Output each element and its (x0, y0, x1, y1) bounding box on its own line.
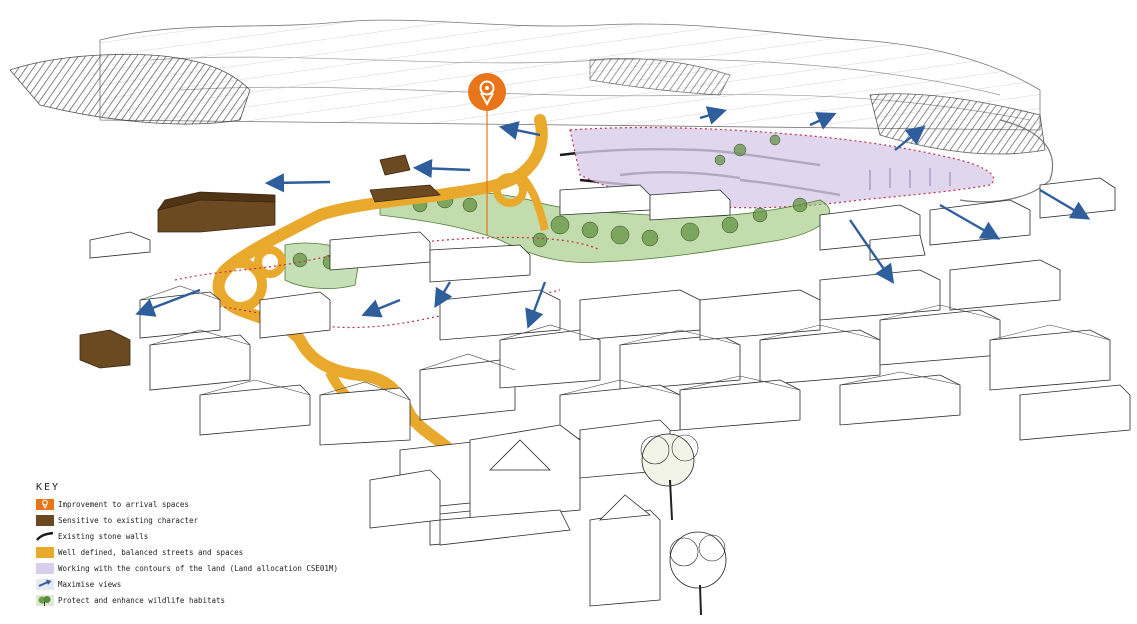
legend-item-arrival: Improvement to arrival spaces (36, 496, 396, 512)
legend-label: Existing stone walls (58, 531, 149, 541)
view-arrow-icon (434, 281, 453, 309)
legend-label: Sensitive to existing character (58, 515, 198, 525)
location-pin-icon (36, 498, 54, 510)
view-arrow-icon (809, 112, 837, 130)
legend-label: Working with the contours of the land (L… (58, 563, 338, 573)
brown-swatch (36, 514, 54, 526)
legend-item-character: Sensitive to existing character (36, 512, 396, 528)
legend-item-views: Maximise views (36, 576, 396, 592)
yellow-swatch (36, 546, 54, 558)
view-arrow-icon (412, 158, 471, 179)
legend-item-contours: Working with the contours of the land (L… (36, 560, 396, 576)
character-buildings (79, 154, 441, 369)
location-pin-icon (479, 80, 495, 107)
foreground-trees (640, 433, 727, 616)
legend-title: KEY (36, 482, 61, 493)
legend-label: Well defined, balanced streets and space… (58, 547, 244, 557)
view-arrow-icon (525, 281, 547, 329)
legend-label: Maximise views (58, 579, 122, 589)
view-arrows (135, 106, 1091, 329)
view-arrow-icon (894, 125, 926, 151)
legend-label: Improvement to arrival spaces (58, 499, 189, 509)
view-arrow-icon (135, 288, 201, 317)
view-arrow-icon (36, 578, 54, 590)
legend-item-wildlife: Protect and enhance wildlife habitats (36, 592, 396, 608)
legend: KEY Improvement to arrival spaces Sensit… (36, 482, 396, 608)
background-hills (9, 19, 1054, 203)
view-arrow-icon (849, 219, 895, 284)
arrival-marker (468, 73, 506, 235)
town-houses (89, 177, 1131, 607)
legend-item-streets: Well defined, balanced streets and space… (36, 544, 396, 560)
view-arrow-icon (264, 173, 331, 193)
legend-item-stone-walls: Existing stone walls (36, 528, 396, 544)
legend-label: Protect and enhance wildlife habitats (58, 595, 226, 605)
roof-lines (139, 285, 1111, 401)
tree-icon (36, 594, 54, 606)
view-arrow-icon (361, 298, 401, 318)
view-arrow-icon (939, 203, 1001, 240)
view-arrow-icon (699, 106, 727, 125)
stone-wall-swatch (36, 531, 54, 542)
tree-belt (284, 134, 831, 289)
view-arrow-icon (498, 121, 541, 140)
purple-swatch (36, 562, 54, 574)
view-arrow-icon (1039, 188, 1091, 220)
